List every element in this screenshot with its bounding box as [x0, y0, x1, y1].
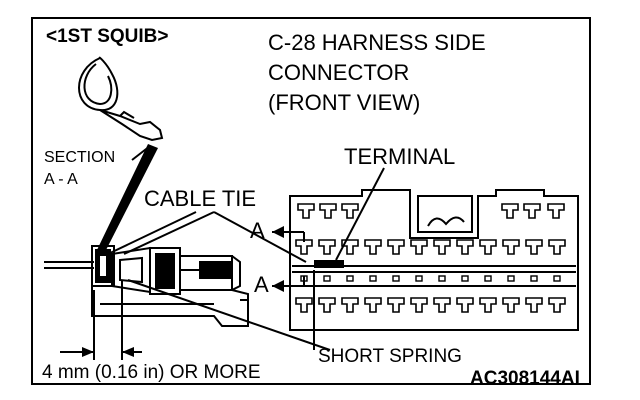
- terminal-latch: [392, 275, 400, 282]
- terminal-cavity: [341, 239, 359, 255]
- terminal-cavity: [456, 297, 474, 313]
- section-pointer: [96, 144, 158, 254]
- terminal-cavity: [479, 239, 497, 255]
- section-arrows: [272, 226, 305, 292]
- terminal-latch: [553, 275, 561, 282]
- terminal-latch: [323, 275, 331, 282]
- terminal-cavity: [297, 203, 315, 219]
- terminal-cavity: [319, 203, 337, 219]
- terminal-cavity: [387, 297, 405, 313]
- section-label-line2: A - A: [44, 171, 78, 188]
- connector-title-line1: C-28 HARNESS SIDE: [268, 30, 486, 55]
- terminal-cavity: [295, 297, 313, 313]
- terminal-latch: [369, 275, 377, 282]
- short-spring-label: SHORT SPRING: [318, 346, 462, 367]
- section-label-line1: SECTION: [44, 149, 115, 166]
- terminal-cavity: [318, 239, 336, 255]
- terminal-highlight: [314, 260, 344, 268]
- section-view: [44, 245, 249, 327]
- terminal-latch: [530, 275, 538, 282]
- section-marker-bottom: A: [254, 272, 269, 297]
- terminal-latch: [300, 275, 308, 282]
- terminal-label: TERMINAL: [344, 144, 455, 169]
- terminal-cavity: [364, 297, 382, 313]
- connector-title-line3: (FRONT VIEW): [268, 90, 420, 115]
- connector-front-view: [289, 189, 579, 331]
- cable-tie-illustration: [78, 56, 164, 142]
- terminal-cavity: [341, 297, 359, 313]
- connector-title-line2: CONNECTOR: [268, 60, 409, 85]
- squib-label: <1ST SQUIB>: [46, 26, 169, 47]
- terminal-latch: [346, 275, 354, 282]
- terminal-cavity: [525, 297, 543, 313]
- figure-code: AC308144AI: [470, 368, 580, 389]
- terminal-cavity: [547, 203, 565, 219]
- terminal-cavity: [502, 297, 520, 313]
- terminal-cavity: [410, 239, 428, 255]
- terminal-cavity: [433, 297, 451, 313]
- terminal-latch: [438, 275, 446, 282]
- section-label-leader: [131, 145, 151, 161]
- terminal-cavity: [433, 239, 451, 255]
- cable-tie-label: CABLE TIE: [144, 186, 256, 211]
- terminal-cavity: [341, 203, 359, 219]
- terminal-latch: [484, 275, 492, 282]
- terminal-cavity: [479, 297, 497, 313]
- terminal-cavity: [364, 239, 382, 255]
- terminal-latch: [461, 275, 469, 282]
- terminal-cavity: [456, 239, 474, 255]
- terminal-latch: [415, 275, 423, 282]
- terminal-cavity: [548, 297, 566, 313]
- terminal-cavity: [295, 239, 313, 255]
- dimension-label: 4 mm (0.16 in) OR MORE: [42, 362, 261, 383]
- terminal-cavity: [410, 297, 428, 313]
- terminal-cavity: [318, 297, 336, 313]
- terminal-cavity: [525, 239, 543, 255]
- terminal-cavity: [548, 239, 566, 255]
- terminal-cavity: [502, 239, 520, 255]
- terminal-grid: [295, 203, 566, 313]
- dimension-marker: [60, 280, 142, 360]
- terminal-cavity: [387, 239, 405, 255]
- terminal-cavity: [501, 203, 519, 219]
- terminal-latch: [507, 275, 515, 282]
- terminal-cavity: [523, 203, 541, 219]
